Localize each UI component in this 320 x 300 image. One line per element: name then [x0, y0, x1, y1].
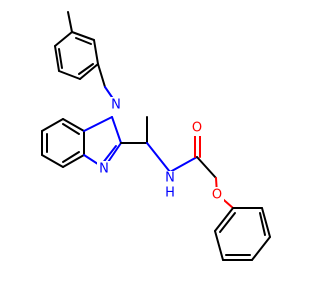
imidazole-ring: [83, 116, 122, 169]
atom-amide-n-label: N: [165, 171, 175, 186]
atom-amide-h-label: H: [165, 186, 175, 201]
atom-carbonyl-o-label: O: [192, 121, 202, 136]
atom-carbonyl-o: O: [190, 120, 204, 136]
atom-n1-label: N: [111, 98, 121, 113]
tolyl-ring: [54, 31, 99, 80]
atom-amide-n: N H: [163, 171, 177, 201]
ch-nh-bond: [146, 142, 171, 173]
atom-ether-o: O: [210, 187, 224, 203]
atom-n3: N: [97, 161, 111, 177]
structure-drawing: N N N H O O: [41, 11, 271, 261]
atom-ether-o-label: O: [212, 188, 222, 203]
molecule-canvas: N N N H O O: [41, 11, 271, 261]
phenoxy-ring: [214, 207, 271, 261]
benzyl-bond-1: [97, 63, 106, 88]
nh-carbonyl-bond: [169, 156, 198, 173]
benzimidazole-benzene-ring: [41, 118, 85, 168]
atom-n1: N: [109, 97, 123, 113]
atom-n3-label: N: [99, 162, 109, 177]
carbonyl-ch2-bond: [196, 156, 217, 179]
methyl-bond: [67, 11, 73, 33]
